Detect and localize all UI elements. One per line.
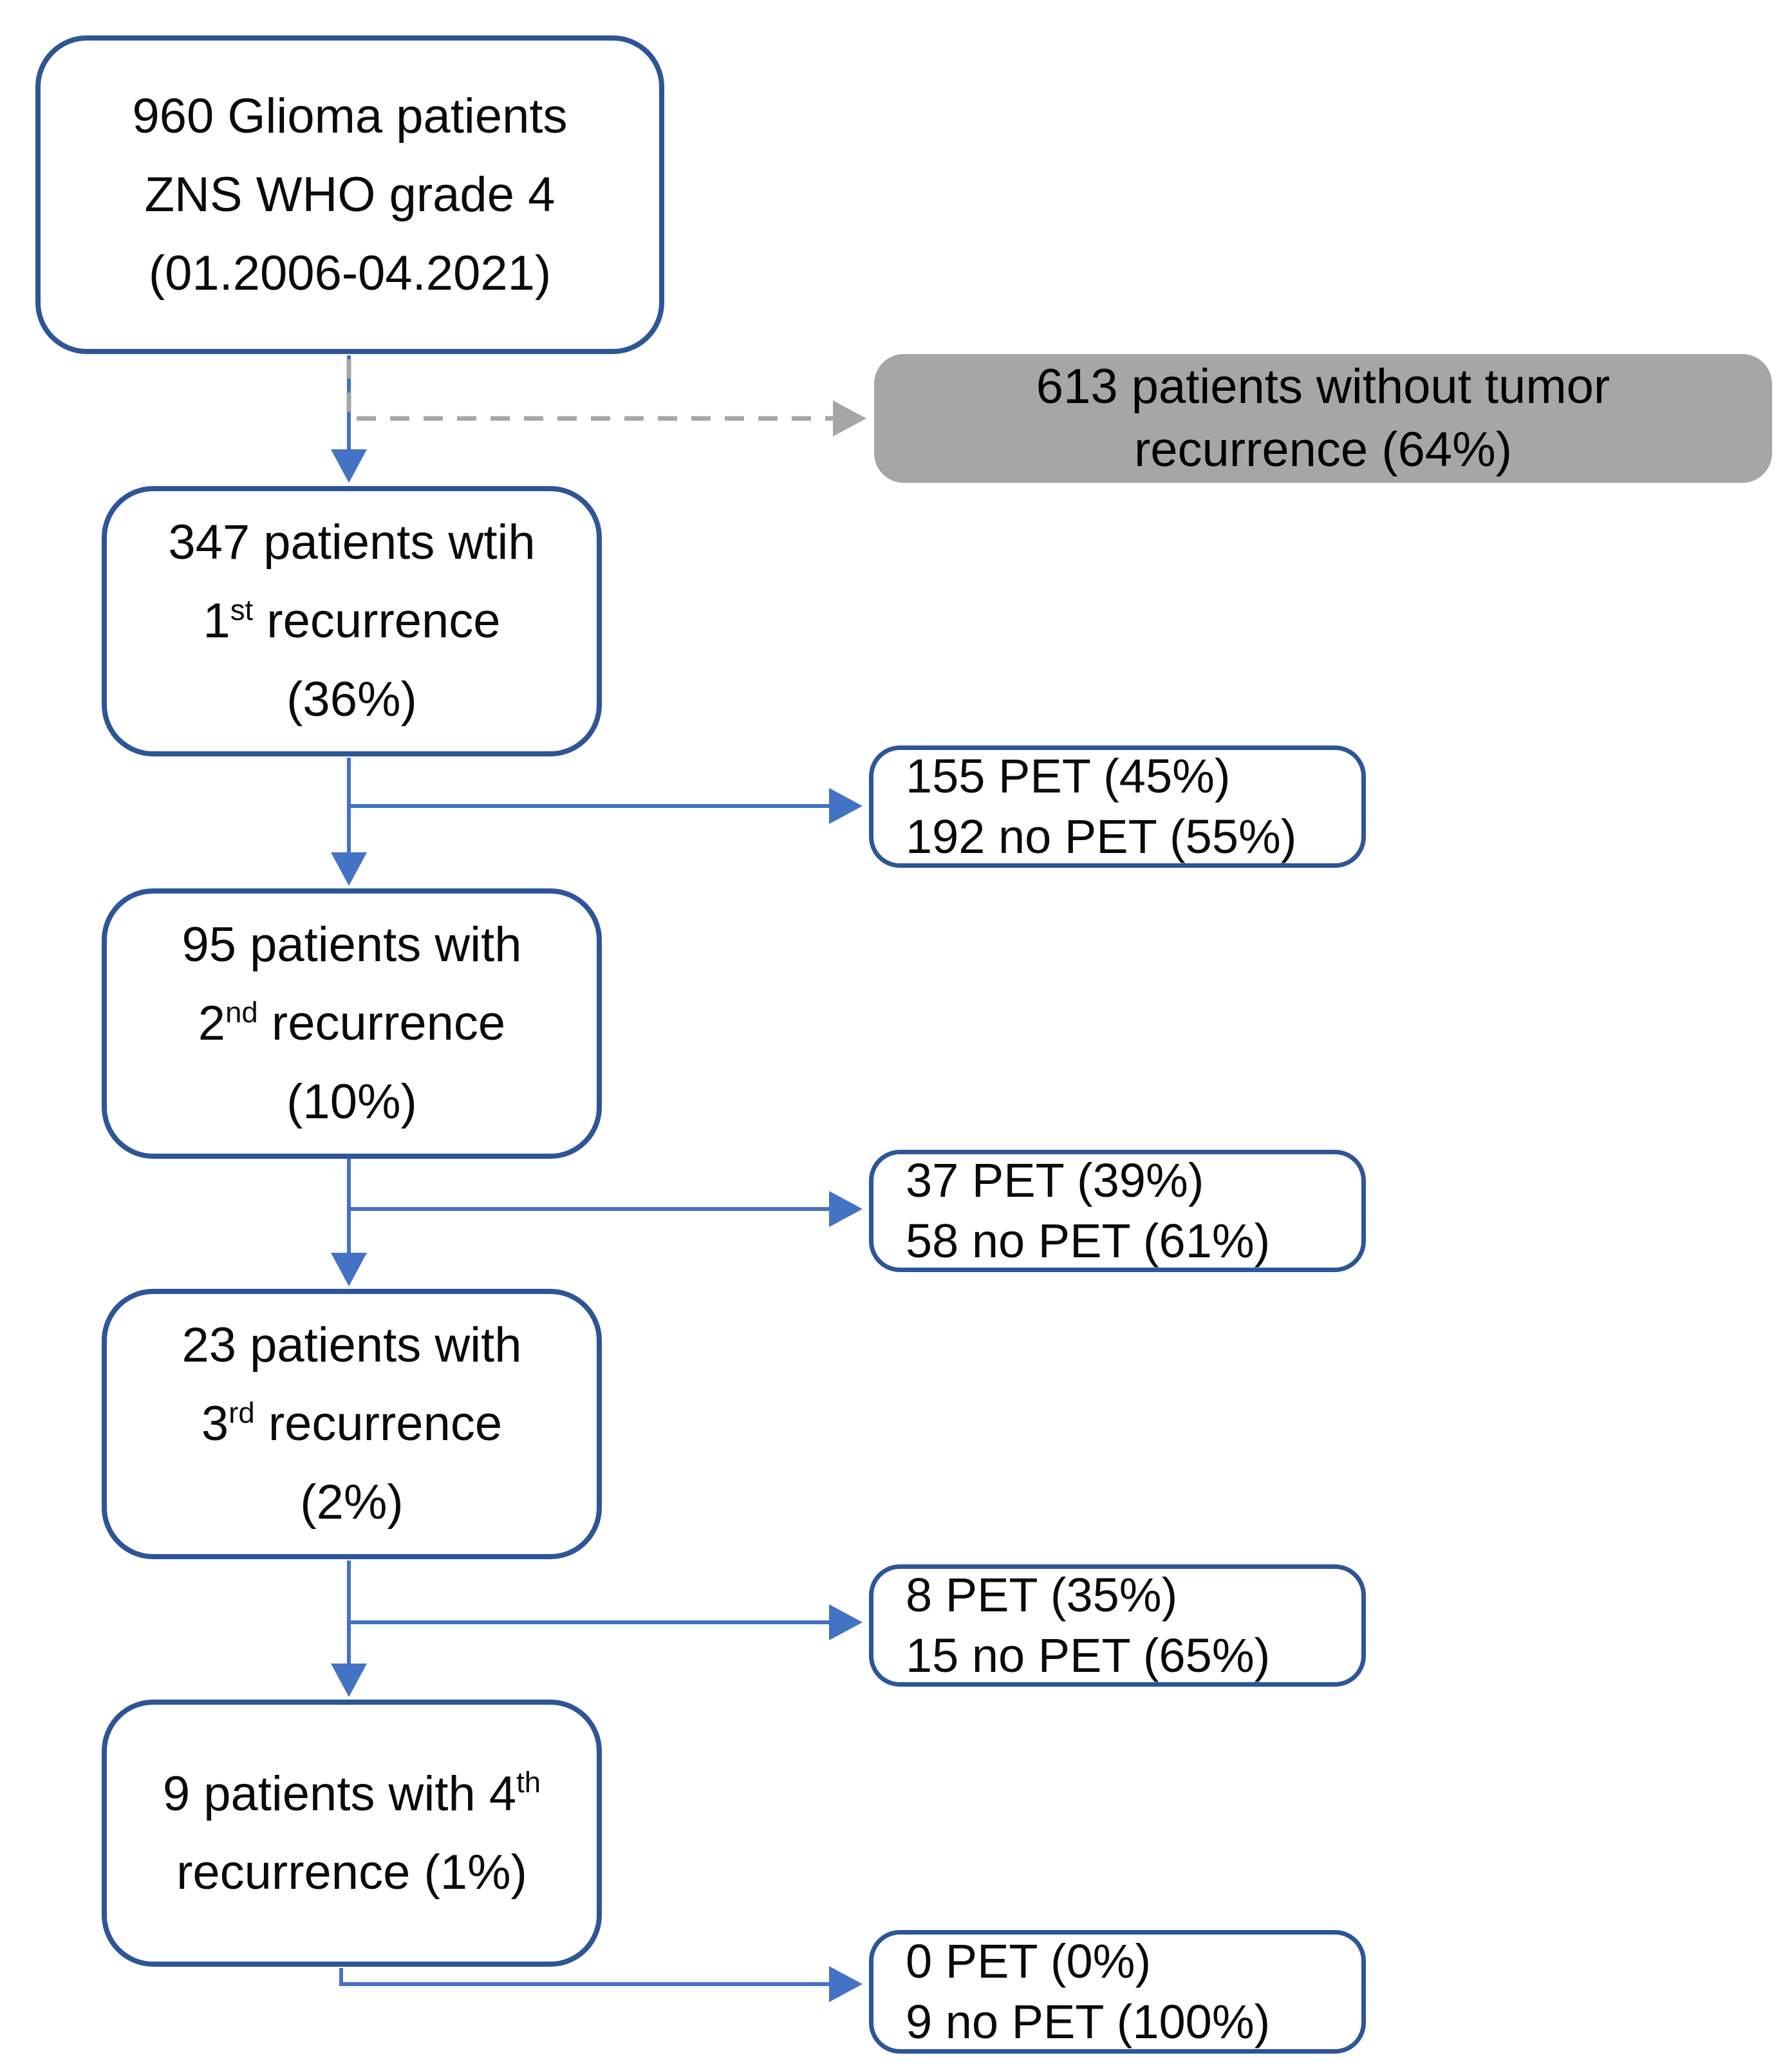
text-line: 37 PET (39%) (906, 1154, 1204, 1207)
third-recurrence-box: 23 patients with 3rd recurrence (2%) (102, 1289, 602, 1559)
text-line: 58 no PET (61%) (906, 1214, 1271, 1268)
fourth-recurrence-box: 9 patients with 4th recurrence (1%) (102, 1700, 602, 1967)
second-recurrence-box: 95 patients with 2nd recurrence (10%) (102, 888, 602, 1159)
text-line: recurrence (1%) (176, 1844, 527, 1900)
text-line: 95 patients with (182, 917, 522, 972)
text-line: 347 patients wtih (168, 515, 536, 570)
text-line: (2%) (300, 1475, 404, 1530)
text-line: 2nd recurrence (198, 995, 506, 1051)
text-line: 23 patients with (182, 1318, 522, 1373)
text-line: 960 Glioma patients (132, 88, 568, 144)
text-line: (36%) (286, 672, 417, 727)
text-line: 1st recurrence (203, 593, 501, 648)
text-line: 613 patients without tumor (1036, 359, 1610, 414)
text-line: recurrence (64%) (1134, 422, 1513, 477)
text-line: (10%) (286, 1074, 417, 1129)
text-line: 155 PET (45%) (906, 749, 1231, 803)
pet-split-1-box: 155 PET (45%) 192 no PET (55%) (869, 745, 1366, 868)
text-line: 9 patients with 4th (162, 1766, 541, 1821)
text-line: (01.2006-04.2021) (148, 245, 552, 301)
text-line: 192 no PET (55%) (906, 810, 1297, 863)
arrow-to-pet-split-4 (339, 1966, 863, 2002)
dashed-arrow-to-no-recurrence (346, 359, 866, 436)
text-line: 9 no PET (100%) (906, 1995, 1271, 2048)
first-recurrence-box: 347 patients wtih 1st recurrence (36%) (102, 486, 602, 756)
text-line: 15 no PET (65%) (906, 1629, 1271, 1682)
pet-split-3-box: 8 PET (35%) 15 no PET (65%) (869, 1564, 1366, 1687)
text-line: ZNS WHO grade 4 (144, 167, 555, 222)
text-line: 3rd recurrence (201, 1396, 503, 1451)
pet-split-2-box: 37 PET (39%) 58 no PET (61%) (869, 1150, 1366, 1272)
text-line: 8 PET (35%) (906, 1568, 1178, 1622)
pet-split-4-box: 0 PET (0%) 9 no PET (100%) (869, 1930, 1366, 2054)
text-line: 0 PET (0%) (906, 1935, 1152, 1988)
no-recurrence-box: 613 patients without tumor recurrence (64… (874, 354, 1772, 483)
